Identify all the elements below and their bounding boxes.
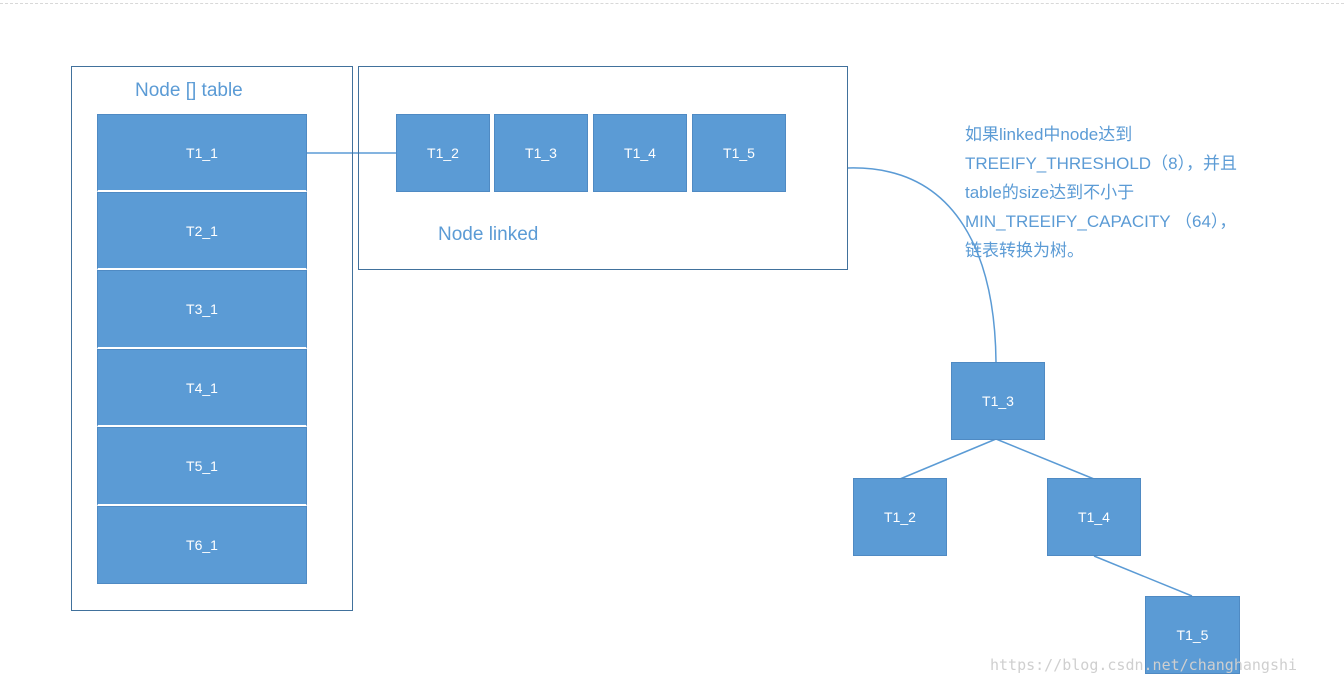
- note-line-2: TREEIFY_THRESHOLD（8），并且: [965, 154, 1238, 173]
- table-frame: [71, 66, 353, 611]
- linked-title: Node linked: [438, 224, 539, 245]
- table-title: Node [] table: [135, 80, 243, 101]
- note-line-5: 链表转换为树。: [965, 241, 1084, 260]
- table-cell-t2-1: T2_1: [97, 192, 307, 270]
- tree-node-right-t1-4: T1_4: [1047, 478, 1141, 556]
- table-cell-t1-1: T1_1: [97, 114, 307, 192]
- table-cell-t3-1: T3_1: [97, 270, 307, 349]
- linked-node-t1-2: T1_2: [396, 114, 490, 192]
- linked-to-tree-connector: [847, 167, 997, 363]
- linked-node-t1-3: T1_3: [494, 114, 588, 192]
- tree-node-root-t1-3: T1_3: [951, 362, 1045, 440]
- linked-frame: [358, 66, 848, 270]
- watermark: https://blog.csdn.net/changhangshi: [990, 656, 1298, 674]
- note-line-3: table的size达到不小于: [965, 183, 1135, 202]
- tree-node-rightright-t1-5: T1_5: [1145, 596, 1240, 674]
- table-cell-t5-1: T5_1: [97, 427, 307, 506]
- linked-node-t1-5: T1_5: [692, 114, 786, 192]
- note-line-1: 如果linked中node达到: [965, 125, 1133, 144]
- tree-node-left-t1-2: T1_2: [853, 478, 947, 556]
- tree-edge-root-left: [899, 438, 997, 480]
- table-cell-t4-1: T4_1: [97, 349, 307, 427]
- tree-edge-root-right: [995, 438, 1095, 480]
- linked-node-t1-4: T1_4: [593, 114, 687, 192]
- tree-edge-right-rightchild: [1093, 555, 1193, 597]
- treeify-note: 如果linked中node达到 TREEIFY_THRESHOLD（8），并且 …: [965, 120, 1237, 265]
- top-dashed-divider: [0, 3, 1344, 4]
- table-cell-t6-1: T6_1: [97, 506, 307, 584]
- note-line-4: MIN_TREEIFY_CAPACITY （64），: [965, 212, 1237, 231]
